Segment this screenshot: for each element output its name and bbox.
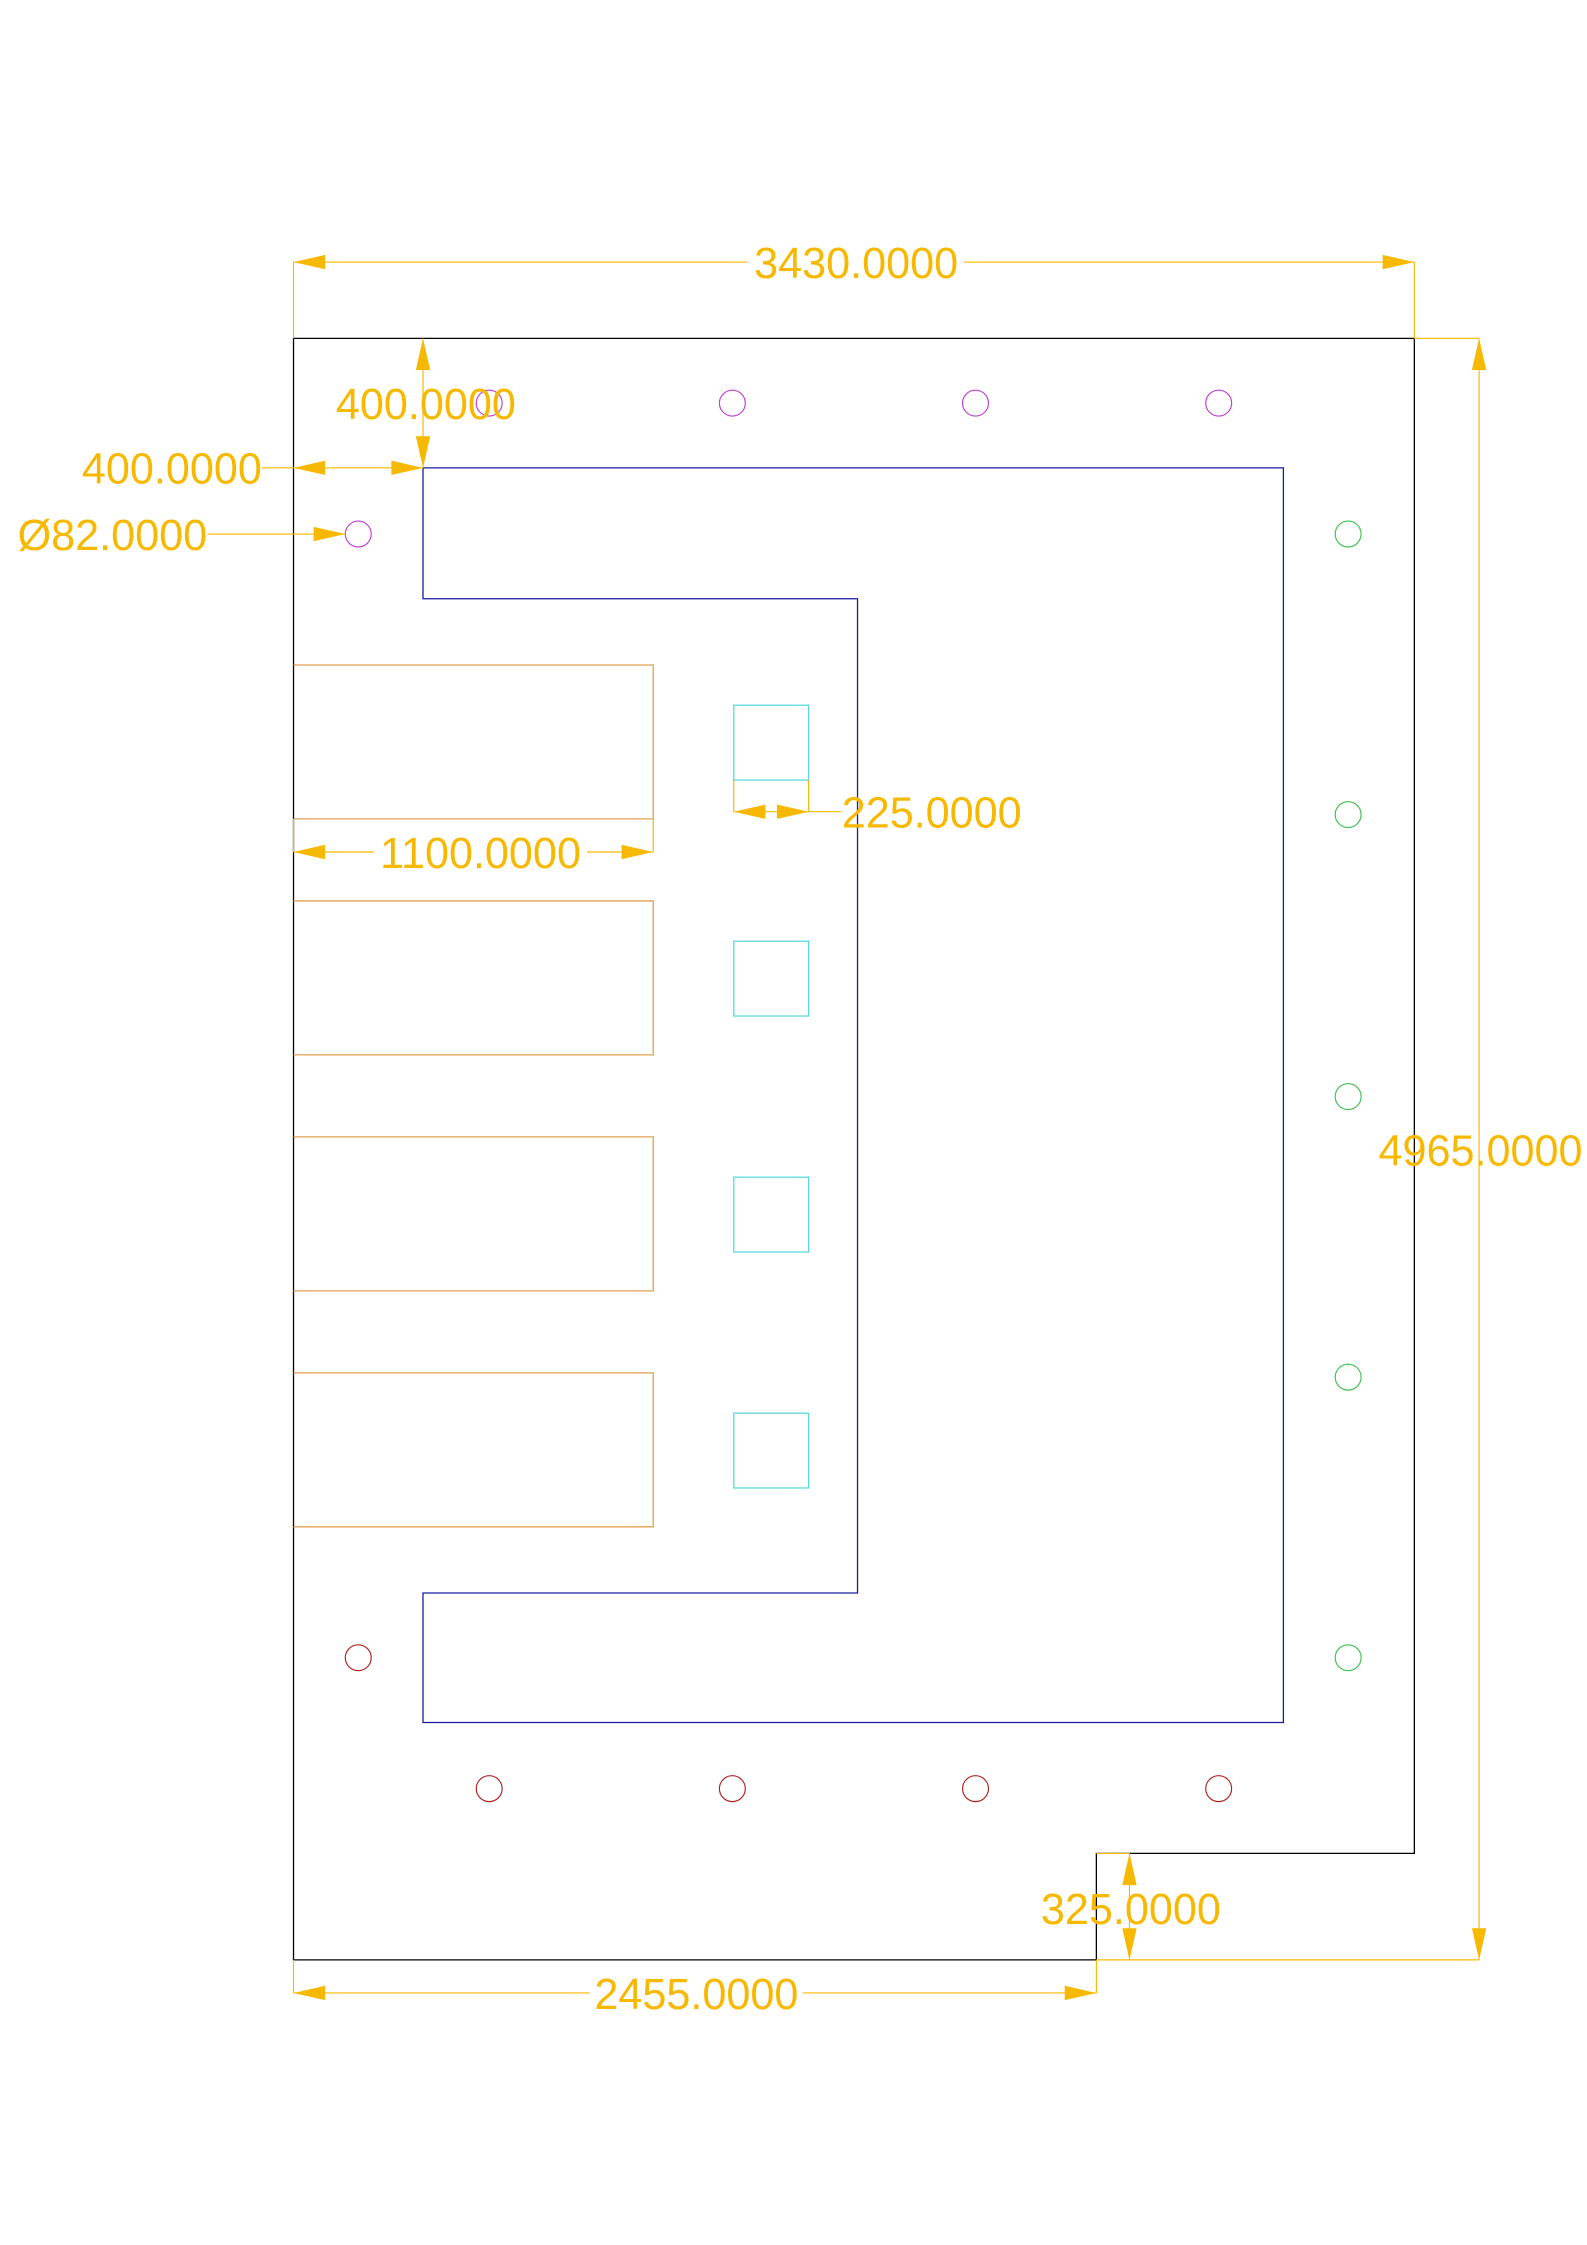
hole-circle xyxy=(344,1644,372,1672)
dim-step-height: 325.0000 xyxy=(1041,1852,1221,1960)
hole-circle xyxy=(1334,801,1362,829)
hole-circle xyxy=(1334,1083,1362,1111)
square-4 xyxy=(733,1412,810,1489)
dim-label-hole-diameter: Ø82.0000 xyxy=(18,512,208,560)
hole-circle xyxy=(718,389,746,417)
hole-circle xyxy=(475,389,503,417)
inner-cutout xyxy=(422,467,1285,1724)
dim-label-bottom-width: 2455.0000 xyxy=(594,1971,798,2019)
hole-circle xyxy=(1334,1363,1362,1391)
hole-circle xyxy=(1205,1775,1233,1803)
slot-2 xyxy=(293,900,654,1056)
square-3 xyxy=(733,1176,810,1253)
dim-overall-width: 3430.0000 xyxy=(292,240,1415,339)
slot-1 xyxy=(293,664,654,820)
dim-bottom-width: 2455.0000 xyxy=(292,1959,1097,2019)
hole-circle xyxy=(475,1775,503,1803)
hole-circle xyxy=(718,1775,746,1803)
hole-circle xyxy=(1334,1644,1362,1672)
dim-label-square-size: 225.0000 xyxy=(842,790,1022,838)
dim-top-margin: 400.0000 xyxy=(336,338,516,468)
dim-label-top-margin: 400.0000 xyxy=(336,381,516,429)
dim-left-margin: 400.0000 xyxy=(82,446,424,494)
plate-outline xyxy=(292,337,1415,1961)
square-2 xyxy=(733,940,810,1017)
slot-3 xyxy=(293,1136,654,1292)
dim-hole-diameter: Ø82.0000 xyxy=(18,512,346,560)
dim-overall-height: 4965.0000 xyxy=(1096,337,1583,1961)
dim-square-size: 225.0000 xyxy=(733,780,1022,838)
hole-circle xyxy=(961,1775,990,1803)
hole-circle xyxy=(1205,389,1233,417)
square-1 xyxy=(733,704,810,781)
slot-4 xyxy=(293,1372,654,1528)
dim-label-step-height: 325.0000 xyxy=(1041,1886,1221,1934)
dim-label-left-margin: 400.0000 xyxy=(82,446,262,494)
dim-label-overall-width: 3430.0000 xyxy=(754,240,958,288)
hole-circle xyxy=(961,389,990,417)
hole-circle xyxy=(1334,520,1362,548)
hole-circle xyxy=(344,520,372,548)
dim-slot-length: 1100.0000 xyxy=(292,818,654,878)
dim-label-overall-height: 4965.0000 xyxy=(1379,1128,1583,1176)
dim-label-slot-length: 1100.0000 xyxy=(380,830,581,878)
